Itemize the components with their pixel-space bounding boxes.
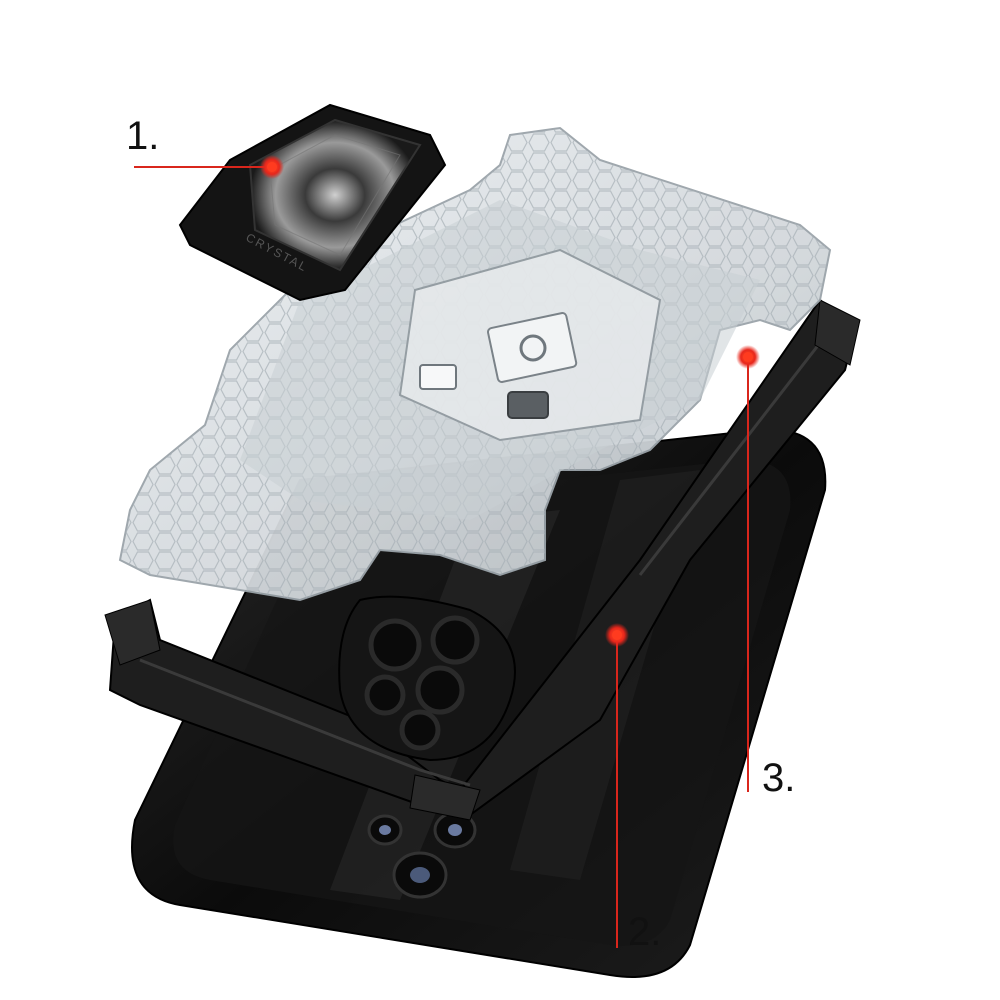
callout-1: [134, 155, 284, 179]
callout-label-1: 1.: [126, 114, 160, 158]
callout-label-2: 2.: [628, 910, 662, 954]
callout-2: [605, 623, 629, 948]
bumper-frame-icon: [104, 298, 861, 821]
callout-3: [736, 345, 760, 792]
clear-back-panel-icon: [118, 126, 832, 602]
ring-holder-icon: CRYSTAL: [178, 103, 447, 302]
callout-label-3: 3.: [762, 756, 796, 800]
